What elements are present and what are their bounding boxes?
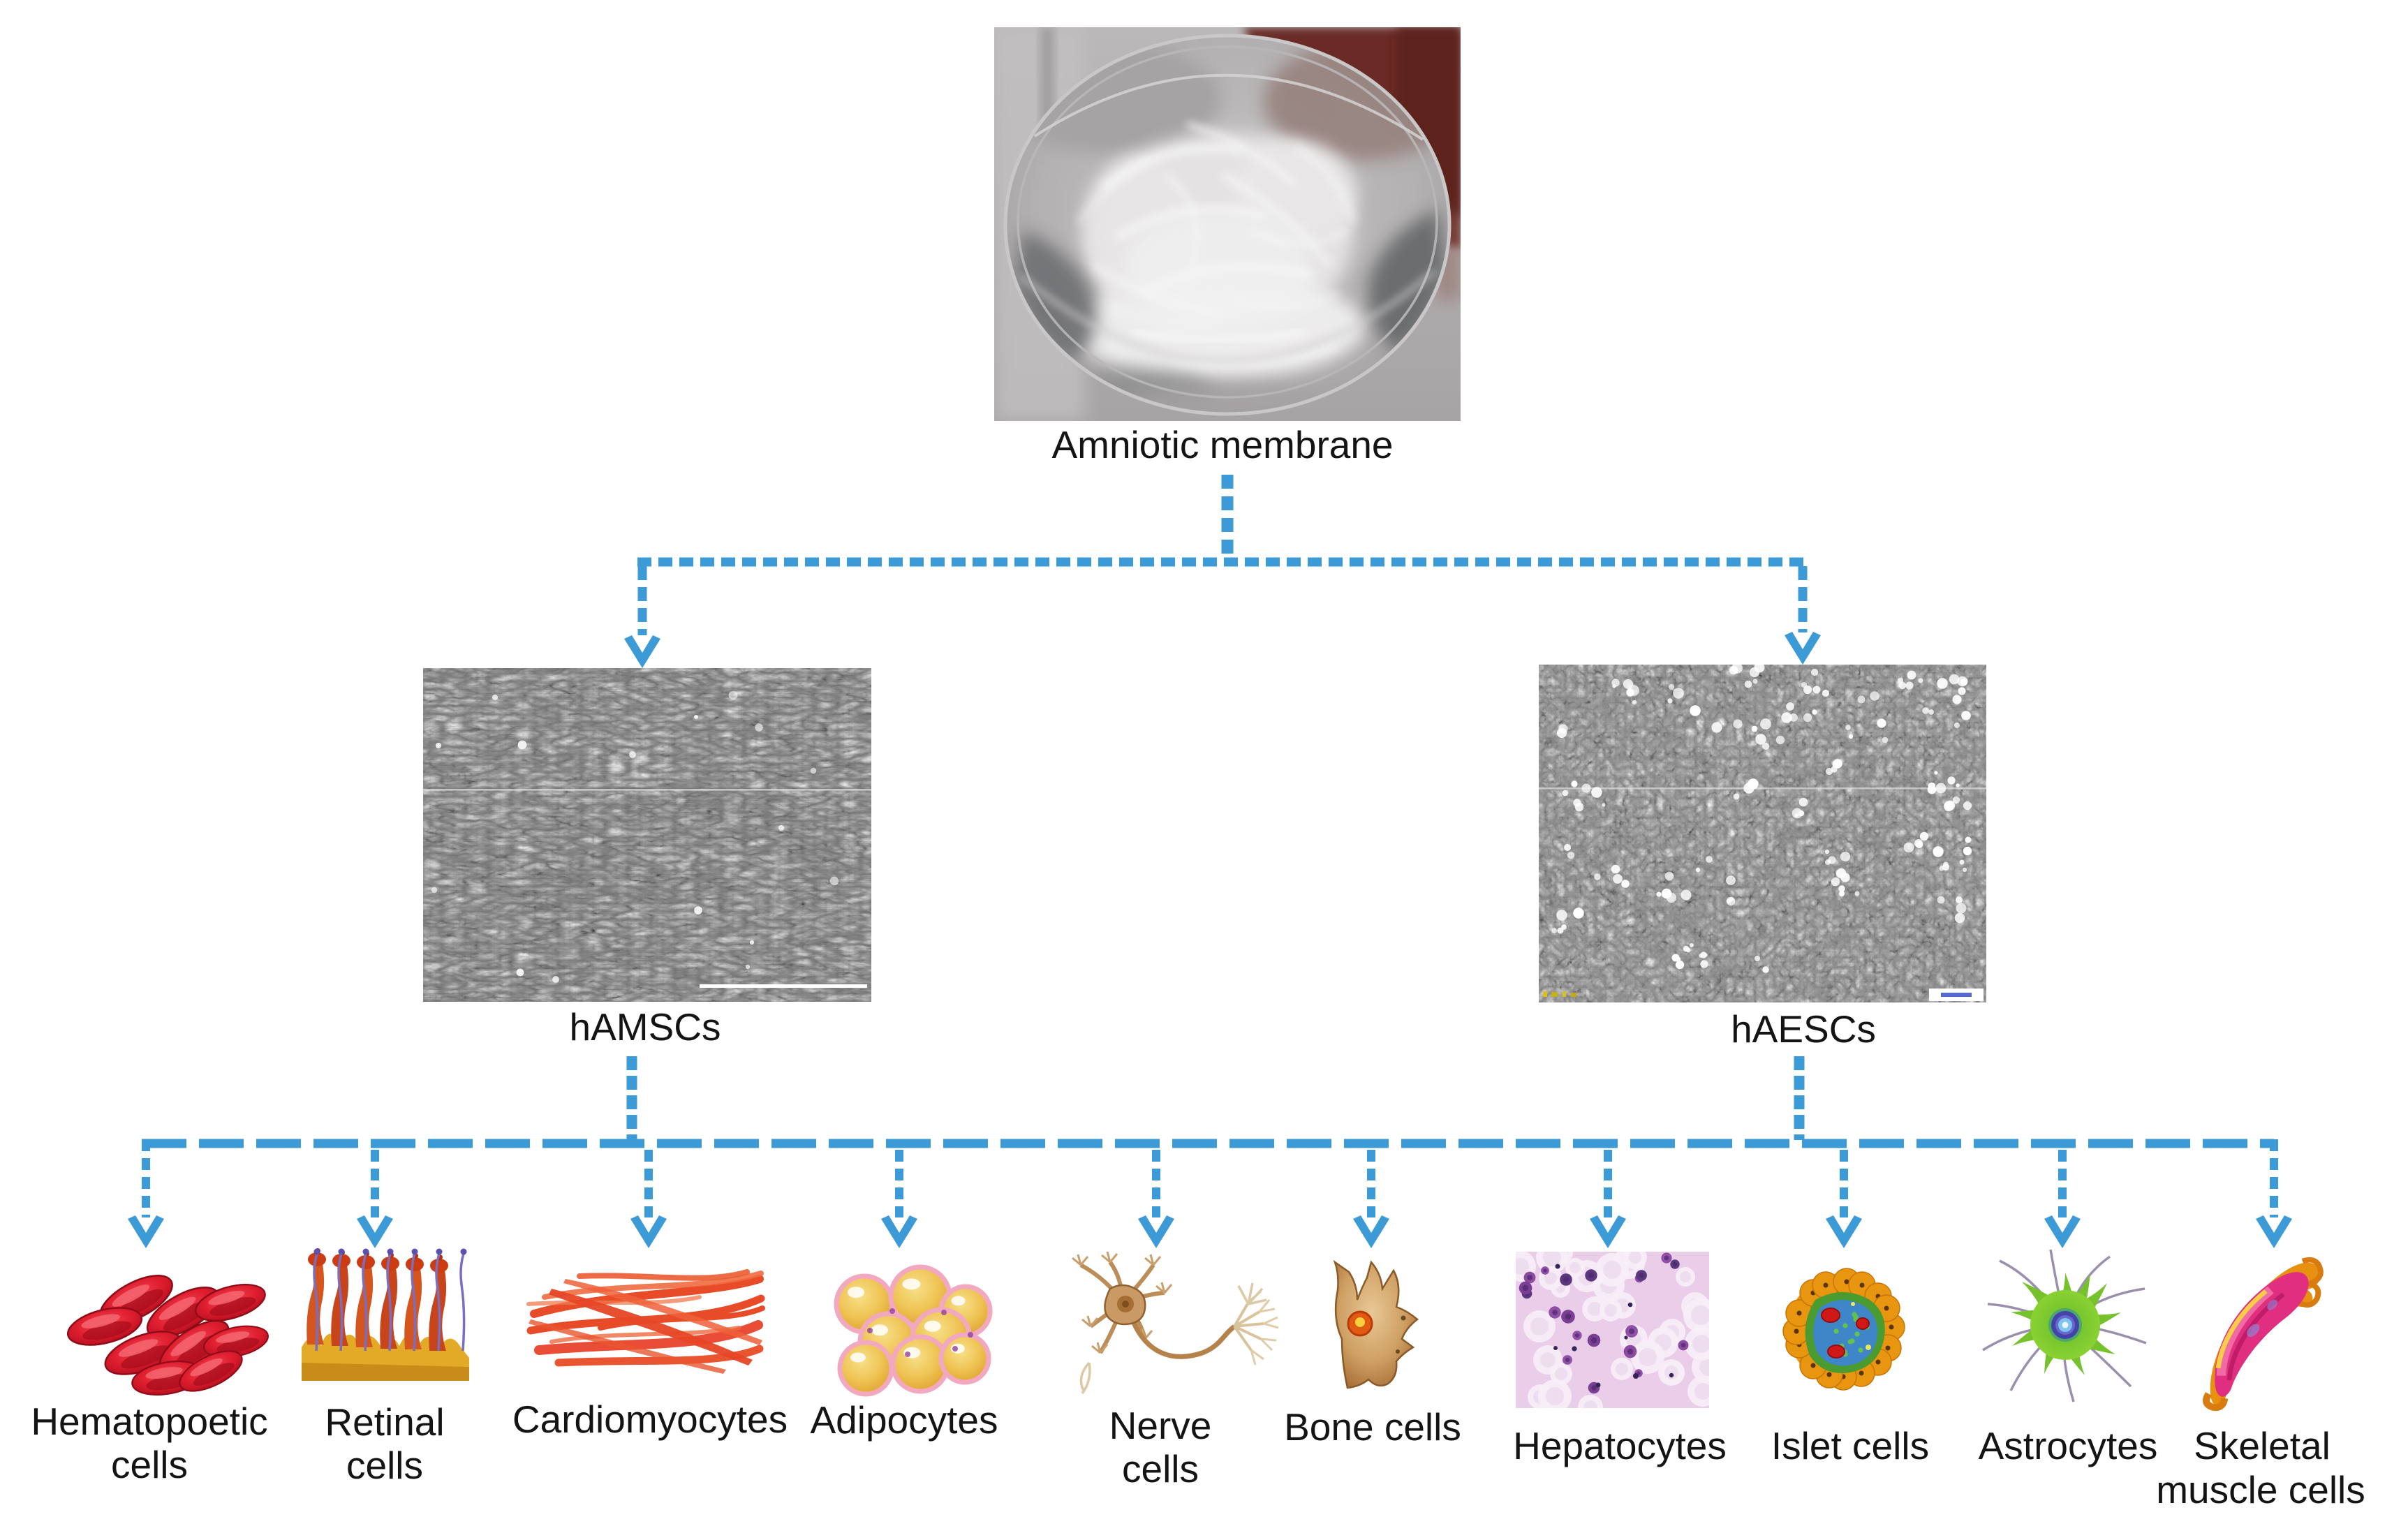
svg-text:Skeletal: Skeletal	[2194, 1424, 2331, 1467]
svg-text:muscle cells: muscle cells	[2156, 1468, 2365, 1511]
svg-text:Bone cells: Bone cells	[1284, 1405, 1461, 1449]
svg-text:Astrocytes: Astrocytes	[1979, 1424, 2158, 1467]
svg-text:Retinal: Retinal	[325, 1400, 444, 1444]
svg-text:Nerve: Nerve	[1109, 1404, 1212, 1447]
svg-text:Amniotic membrane: Amniotic membrane	[1051, 423, 1393, 466]
svg-text:cells: cells	[346, 1444, 423, 1487]
svg-text:Adipocytes: Adipocytes	[810, 1398, 998, 1442]
svg-text:hAESCs: hAESCs	[1731, 1007, 1876, 1051]
svg-text:cells: cells	[111, 1443, 188, 1486]
svg-text:Hematopoetic: Hematopoetic	[31, 1400, 267, 1443]
svg-text:Islet cells: Islet cells	[1771, 1424, 1929, 1467]
svg-text:hAMSCs: hAMSCs	[570, 1005, 721, 1049]
svg-text:Cardiomyocytes: Cardiomyocytes	[512, 1398, 788, 1441]
svg-text:cells: cells	[1122, 1447, 1199, 1490]
svg-text:Hepatocytes: Hepatocytes	[1513, 1424, 1727, 1467]
